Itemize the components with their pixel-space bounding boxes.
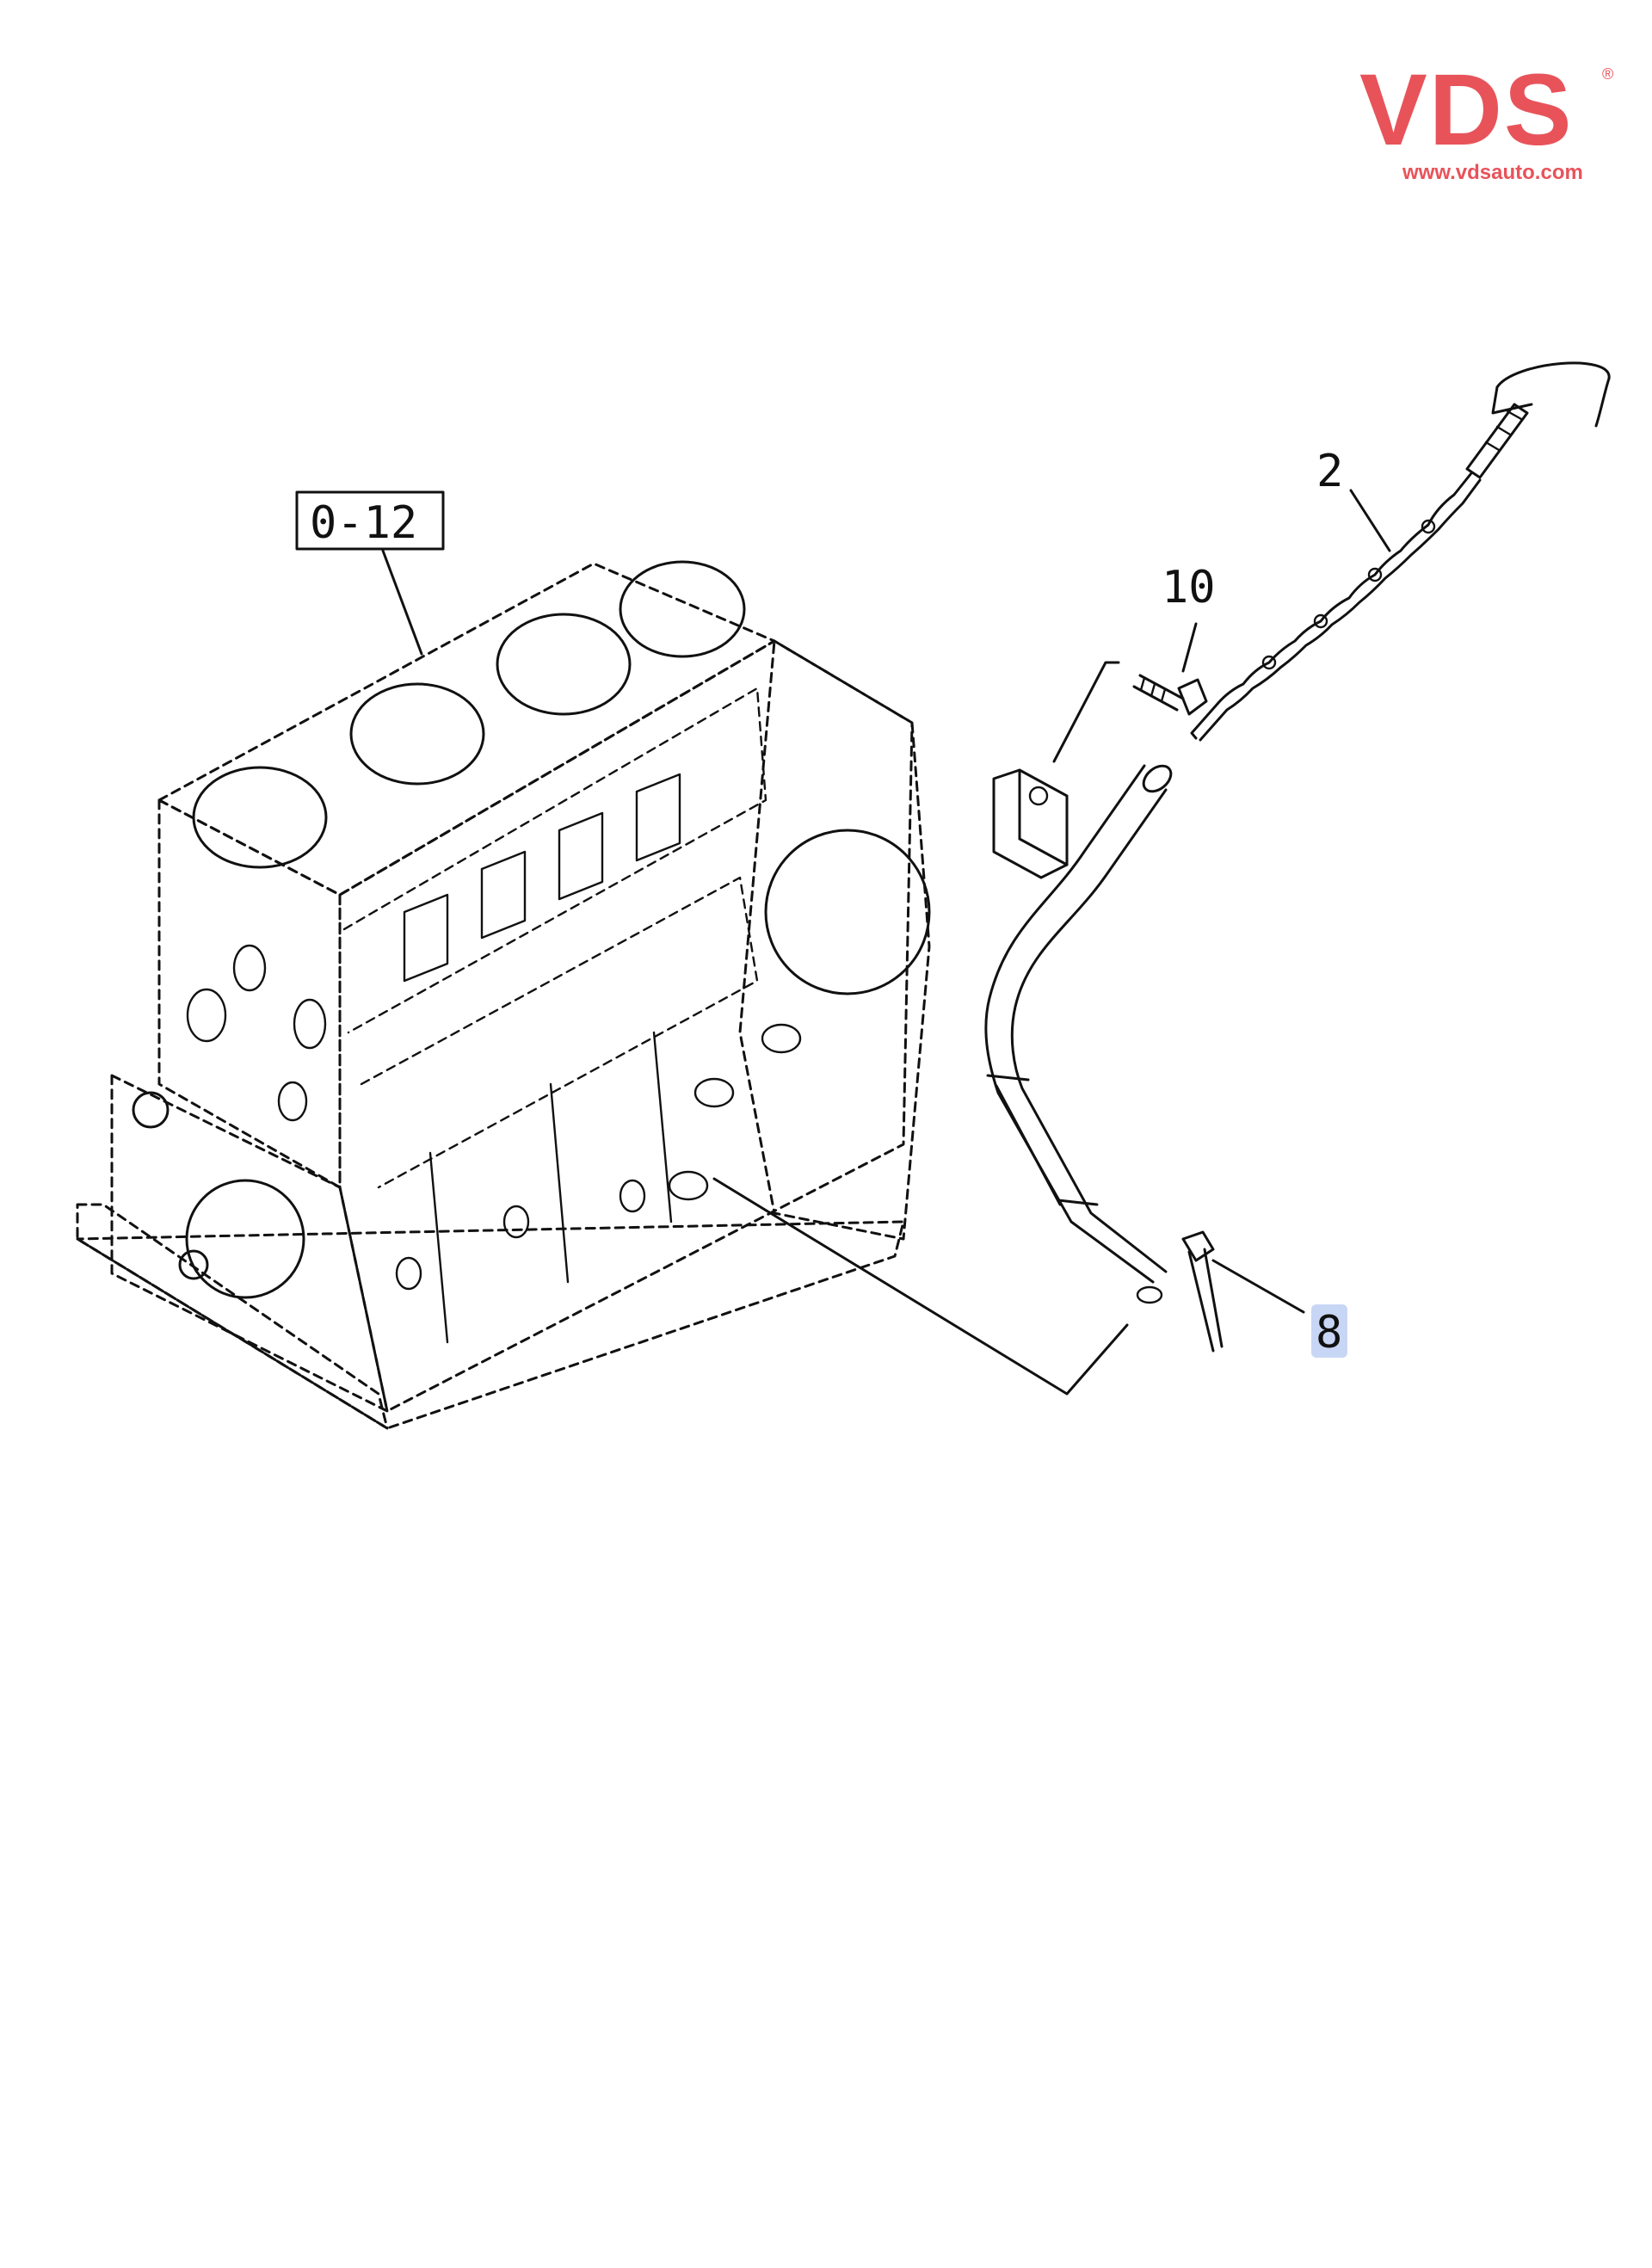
logo-website: www.vdsauto.com (1402, 161, 1583, 184)
logo-brand: VDS (1359, 53, 1574, 167)
callout-10: 10 (1162, 562, 1216, 613)
callout-8: 8 (1316, 1307, 1342, 1359)
engine-block (76, 560, 931, 1430)
reference-label: 0-12 (310, 497, 417, 549)
reference-box (295, 490, 445, 551)
logo-registered-mark: ® (1602, 65, 1613, 83)
bolt: 10 (1052, 562, 1216, 763)
guide-tube: 8 (712, 764, 1347, 1396)
vds-logo: VDS ® www.vdsauto.com (1359, 53, 1613, 184)
callout-8-highlight (1311, 1304, 1347, 1358)
reference-callout: 0-12 (295, 490, 445, 656)
callout-2: 2 (1316, 446, 1343, 497)
dipstick: 2 (1190, 361, 1611, 742)
